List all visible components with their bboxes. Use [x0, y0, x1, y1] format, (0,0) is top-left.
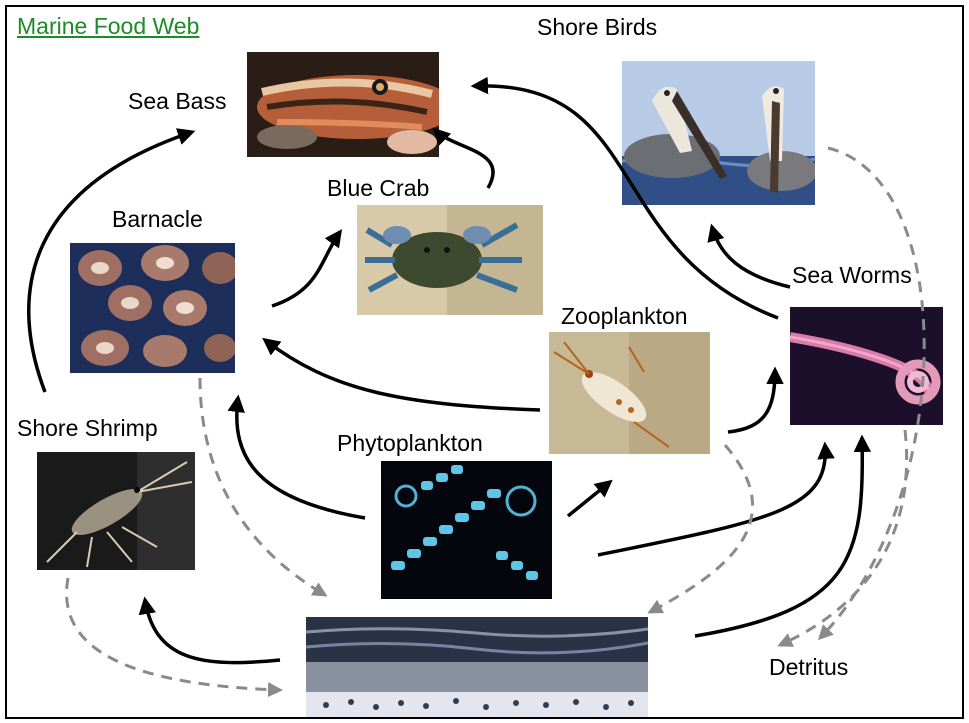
- label-sea-worms: Sea Worms: [792, 262, 912, 288]
- water-photo: [306, 617, 648, 717]
- label-phytoplankton: Phytoplankton: [337, 430, 483, 456]
- worm-photo: [790, 307, 943, 425]
- label-detritus: Detritus: [769, 654, 849, 680]
- crab-photo: [357, 205, 543, 315]
- fish-photo: [247, 52, 439, 157]
- label-shore-shrimp: Shore Shrimp: [17, 415, 158, 441]
- label-shore-birds: Shore Birds: [537, 14, 658, 40]
- label-blue-crab: Blue Crab: [327, 175, 430, 201]
- diagram-title: Marine Food Web: [17, 13, 200, 39]
- zooplankton-photo: [549, 332, 710, 454]
- label-barnacle: Barnacle: [112, 206, 203, 232]
- barnacle-photo: [70, 243, 235, 373]
- shrimp-photo: [37, 452, 195, 570]
- diatom-photo: [381, 461, 552, 599]
- label-sea-bass: Sea Bass: [128, 88, 227, 114]
- label-zooplankton: Zooplankton: [561, 303, 688, 329]
- pelican-photo: [622, 61, 815, 205]
